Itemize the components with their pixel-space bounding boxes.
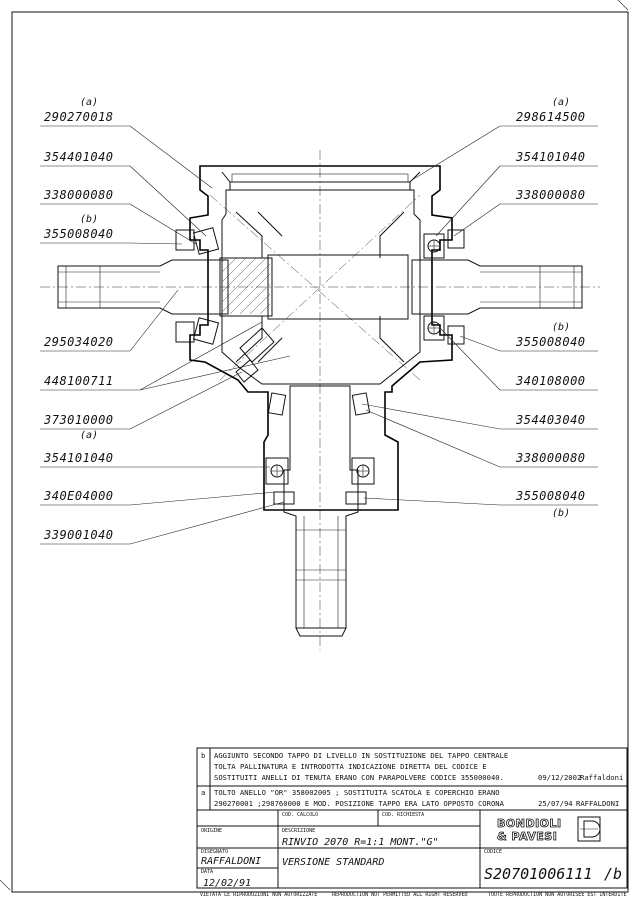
revision-text: SOSTITUITI ANELLI DI TENUTA ERANO CON PA…: [214, 773, 504, 782]
revision-text: 290270001 ;298760000 E MOD. POSIZIONE TA…: [214, 799, 505, 808]
top-cover: [221, 171, 421, 190]
part-tag: (a): [80, 430, 98, 441]
part-number-label: 340E04000: [43, 489, 114, 503]
output-shaft-end: [295, 627, 347, 637]
part-number-label: 355008040: [515, 335, 586, 349]
part-number-label: 354403040: [515, 413, 586, 427]
input-shaft-left: [57, 259, 229, 315]
disegnato-value: RAFFALDONI: [201, 856, 261, 867]
codice-value: S20701006111: [484, 865, 592, 883]
revision-letter: a: [201, 788, 205, 797]
cod-richiesta-label: COD. RICHIESTA: [382, 812, 424, 818]
part-number-label: 355008040: [515, 489, 586, 503]
cone-axis-line: [209, 194, 421, 381]
part-number-label: 355008040: [43, 227, 114, 241]
footer-note: REPRODUCTION NOT PERMITTED ALL RIGHT RES…: [332, 892, 467, 898]
brand-line1: BONDIOLI: [497, 817, 562, 830]
oil-plug: [235, 327, 275, 383]
central-shaft: [267, 254, 409, 320]
part-number-label: 340108000: [515, 374, 586, 388]
labels-right: (a) 298614500 354101040 338000080 (b) 35…: [515, 97, 586, 519]
drawing-frame: [11, 11, 629, 893]
spline-lines: [480, 266, 582, 308]
footer-note: VIETATA LE RIPRODUZIONI NON AUTORIZZATE: [200, 892, 317, 898]
part-tag: (b): [552, 508, 570, 519]
labels-left: (a) 290270018 354401040 338000080 (b) 35…: [43, 97, 114, 542]
bevel-gear-right: [379, 211, 405, 363]
part-tag: (a): [80, 97, 98, 108]
title-block: COD. CALCOLO COD. RICHIESTA ORIGINE DESC…: [196, 809, 628, 889]
description-line2: VERSIONE STANDARD: [282, 857, 384, 868]
cover-plate: [231, 173, 409, 183]
footer-notes: VIETATA LE RIPRODUZIONI NON AUTORIZZATE …: [200, 892, 626, 898]
revision-text: TOLTA PALLINATURA E INTRODOTTA INDICAZIO…: [214, 762, 487, 771]
revision-author: RAFFALDONI: [576, 799, 619, 808]
part-tag: (b): [552, 322, 570, 333]
brand-logo: BONDIOLI & PAVESI: [497, 816, 601, 843]
corner-mark: [617, 0, 629, 11]
descrizione-label: DESCRIZIONE: [282, 828, 315, 834]
revision-text: TOLTO ANELLO "OR" 358002005 ; SOSTITUITA…: [214, 788, 500, 797]
origine-label: ORIGINE: [201, 828, 222, 834]
part-number-label: 338000080: [515, 451, 586, 465]
part-number-label: 354101040: [515, 150, 586, 164]
revision-suffix: /b: [604, 865, 622, 883]
part-number-label: 295034020: [44, 335, 114, 349]
corner-mark: [0, 879, 11, 891]
revision-letter: b: [201, 751, 205, 760]
cod-calcolo-label: COD. CALCOLO: [282, 812, 318, 818]
cone-axis-line: [219, 194, 421, 381]
revision-date: 09/12/2002: [538, 773, 581, 782]
part-number-label: 373010000: [43, 413, 114, 427]
bearing-lower: [265, 392, 375, 505]
part-number-label: 339001040: [43, 528, 114, 542]
footer-note: TOUTE REPRODUCTION NON AUTORISEE EST INT…: [488, 892, 626, 898]
data-value: 12/02/91: [203, 878, 251, 889]
brand-line2: & PAVESI: [497, 830, 557, 843]
disegnato-label: DISEGNATO: [201, 849, 228, 855]
codice-label: CODICE: [484, 849, 502, 855]
logo-mark-icon: [583, 820, 601, 838]
part-number-label: 448100711: [44, 374, 114, 388]
part-number-label: 290270018: [44, 110, 114, 124]
bearing-right: [423, 229, 465, 345]
revision-author: Raffaldoni: [580, 773, 623, 782]
revision-date: 25/07/94: [538, 799, 573, 808]
part-number-label: 354101040: [43, 451, 114, 465]
input-shaft-right: [411, 259, 583, 315]
revision-text: AGGIUNTO SECONDO TAPPO DI LIVELLO IN SOS…: [214, 751, 508, 760]
bevel-gear-left: [257, 211, 283, 363]
output-shaft: [283, 385, 359, 629]
part-number-label: 338000080: [43, 188, 114, 202]
part-number-label: 298614500: [516, 110, 586, 124]
housing-outline: [189, 165, 453, 511]
housing-cavity: [221, 189, 421, 385]
revision-table: b AGGIUNTO SECONDO TAPPO DI LIVELLO IN S…: [196, 747, 628, 811]
pinion-hatch: [221, 257, 271, 315]
spline-lines: [58, 266, 160, 308]
leader-lines: [40, 125, 598, 545]
part-number-label: 338000080: [515, 188, 586, 202]
output-spline-lines: [296, 516, 346, 628]
description-line1: RINVIO 2070 R=1:1 MONT."G": [282, 837, 439, 848]
part-number-label: 354401040: [43, 150, 114, 164]
gearbox-section: [40, 150, 600, 650]
part-tag: (b): [80, 214, 98, 225]
part-tag: (a): [552, 97, 570, 108]
data-label: DATA: [201, 869, 213, 875]
bearing-left: [175, 227, 220, 345]
